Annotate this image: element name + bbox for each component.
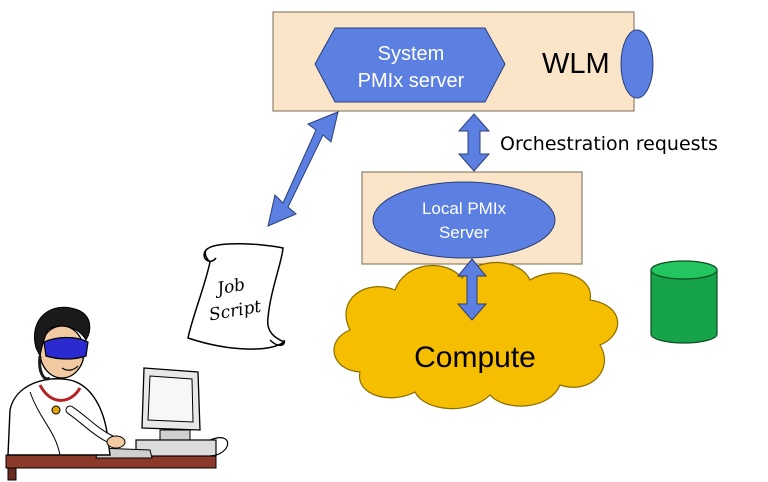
orchestration-arrow — [457, 113, 491, 172]
local-pmix-server-node — [372, 181, 556, 259]
compute-cloud — [333, 261, 619, 410]
compute-label: Compute — [414, 341, 536, 374]
wlm-label: WLM — [542, 48, 610, 80]
system-pmix-server-node — [314, 27, 506, 103]
orchestration-label: Orchestration requests — [500, 133, 718, 155]
system-server-line2: PMIx server — [358, 70, 465, 92]
person-at-computer-icon — [5, 306, 229, 481]
wlm-ellipse — [620, 29, 654, 99]
system-server-line1: System — [378, 43, 445, 65]
local-server-line2: Server — [439, 223, 489, 242]
user-to-system-arrow — [267, 111, 339, 227]
local-server-line1: Local PMIx — [422, 199, 507, 218]
local-to-compute-arrow — [456, 258, 488, 321]
database-cylinder-icon — [650, 260, 718, 344]
scroll-icon — [187, 243, 286, 350]
